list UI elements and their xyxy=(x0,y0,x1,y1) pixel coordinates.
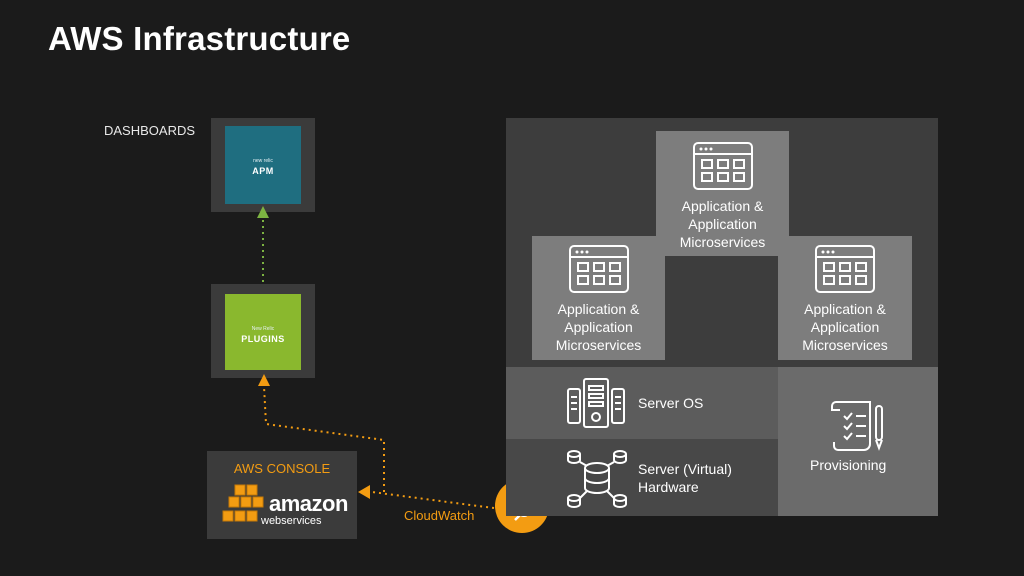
provisioning-label: Provisioning xyxy=(810,457,887,473)
aws-logo-sub: webservices xyxy=(261,515,322,527)
dashboards-label: DASHBOARDS xyxy=(104,123,196,138)
app-window-icon xyxy=(693,142,753,190)
green-arrowhead xyxy=(257,206,269,218)
orange-arrowhead-left xyxy=(358,485,370,499)
apm-tile[interactable]: new relic APM xyxy=(225,126,301,204)
cloudwatch-to-console-connector xyxy=(371,491,495,509)
apm-brand-text: new relic xyxy=(253,158,273,164)
app-card-top-line1: Application & xyxy=(681,198,764,214)
app-card-right[interactable]: Application & Application Microservices xyxy=(778,236,912,360)
server-icon xyxy=(567,378,625,428)
orange-arrowhead-up xyxy=(258,374,270,386)
server-os-label: Server OS xyxy=(638,395,704,411)
app-card-left-line1: Application & xyxy=(557,301,640,317)
app-card-top[interactable]: Application & Application Microservices xyxy=(656,131,789,256)
page-title: AWS Infrastructure xyxy=(48,20,351,57)
console-to-plugins-connector xyxy=(263,385,385,492)
plugins-frame: New Relic PLUGINS xyxy=(211,284,315,378)
plugins-tile[interactable]: New Relic PLUGINS xyxy=(225,294,301,370)
aws-cubes-icon xyxy=(222,484,264,522)
app-window-icon xyxy=(815,245,875,293)
app-card-left[interactable]: Application & Application Microservices xyxy=(532,236,665,360)
plugins-brand-text: New Relic xyxy=(251,326,275,332)
provisioning-panel[interactable] xyxy=(778,367,938,516)
app-card-right-line3: Microservices xyxy=(802,337,888,353)
app-card-left-line2: Application xyxy=(564,319,633,335)
cloudwatch-label: CloudWatch xyxy=(404,508,475,523)
server-hardware-line1: Server (Virtual) xyxy=(638,461,732,477)
aws-console-box[interactable]: AWS CONSOLE amazon webservices xyxy=(207,451,357,539)
app-window-icon xyxy=(569,245,629,293)
plugins-name-text: PLUGINS xyxy=(241,334,285,344)
app-card-right-line1: Application & xyxy=(804,301,886,317)
server-hardware-line2: Hardware xyxy=(638,479,699,495)
apm-name-text: APM xyxy=(252,166,274,176)
apm-frame: new relic APM xyxy=(211,118,315,212)
aws-logo-word: amazon xyxy=(269,491,348,516)
server-hardware-band xyxy=(506,439,778,516)
app-card-left-line3: Microservices xyxy=(555,337,642,353)
app-card-top-line2: Application xyxy=(688,216,757,232)
clipboard-checklist-icon xyxy=(831,401,883,451)
aws-console-label: AWS CONSOLE xyxy=(233,461,331,476)
app-card-top-line3: Microservices xyxy=(679,234,766,250)
database-icon xyxy=(567,450,627,508)
app-card-right-line2: Application xyxy=(810,319,880,335)
